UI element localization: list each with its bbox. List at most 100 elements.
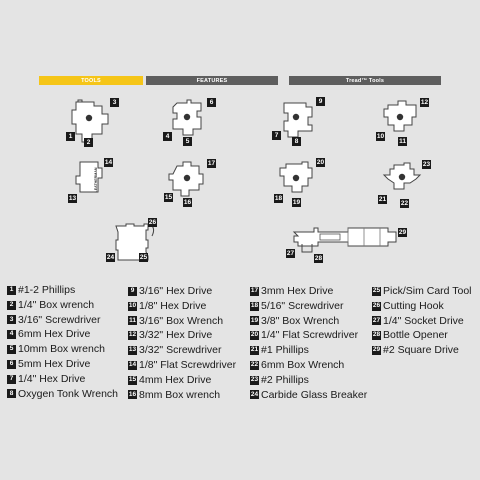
link-outline <box>383 100 417 132</box>
legend-label: 1/4" Box wrench <box>18 298 95 311</box>
legend-item: 23#2 Phillips <box>250 373 367 388</box>
callout-9: 9 <box>316 97 325 106</box>
legend-number-box: 29 <box>372 346 381 356</box>
legend-label: 4mm Hex Drive <box>139 373 212 386</box>
callout-6: 6 <box>207 98 216 107</box>
legend-number-box: 16 <box>128 390 137 400</box>
legend-label: Oxygen Tonk Wrench <box>18 387 118 400</box>
callout-12: 12 <box>420 98 429 107</box>
legend-number-box: 12 <box>128 331 137 341</box>
legend-number-box: 8 <box>7 389 16 399</box>
legend-label: 5mm Hex Drive <box>18 357 91 370</box>
link-diagram-1-2-3: 3 1 2 <box>66 98 126 148</box>
legend-item: 1#1-2 Phillips <box>7 283 118 298</box>
callout-27: 27 <box>286 249 295 258</box>
legend-number-box: 7 <box>7 374 16 384</box>
legend-number-box: 20 <box>250 331 259 341</box>
tab-tools: TOOLS <box>39 76 143 85</box>
callout-17: 17 <box>207 159 216 168</box>
legend-number-box: 10 <box>128 301 137 311</box>
link-outline <box>283 102 313 138</box>
tab-features-label: FEATURES <box>196 77 228 84</box>
link-diagram-18-19-20: 20 18 19 <box>272 156 332 208</box>
link-diagram-21-22-23: 23 21 22 <box>376 157 436 209</box>
legend-number-box: 4 <box>7 330 16 340</box>
tab-features: FEATURES <box>146 76 278 85</box>
link-outline <box>75 161 103 193</box>
legend-label: 3/16" Hex Drive <box>139 285 213 297</box>
legend-label: 3mm Hex Drive <box>261 285 334 297</box>
callout-24: 24 <box>106 253 115 262</box>
legend-label: 1/4" Flat Screwdriver <box>261 329 359 342</box>
legend-label: 3/32" Screwdriver <box>139 344 222 357</box>
tab-tread-label: Tread™ Tools <box>345 77 385 84</box>
legend-label: Bottle Opener <box>383 329 448 342</box>
legend-number-box: 19 <box>250 316 259 326</box>
legend-label: 1/4" Socket Drive <box>383 314 464 327</box>
link-outline <box>71 99 109 143</box>
link-outline <box>279 161 313 193</box>
link-diagram-7-8-9: 9 7 8 <box>272 97 332 147</box>
link-diagram-24-25-26: 26 24 25 <box>106 218 166 266</box>
link-outline <box>292 227 397 253</box>
legend-label: 1/8" Flat Screwdriver <box>139 358 237 371</box>
callout-14: 14 <box>104 158 113 167</box>
legend-number-box: 15 <box>128 375 137 385</box>
legend-label: #1-2 Phillips <box>18 284 76 296</box>
legend-number-box: 11 <box>128 316 137 326</box>
callout-21: 21 <box>378 195 387 204</box>
callout-29: 29 <box>398 228 407 237</box>
legend-number-box: 25 <box>372 286 381 296</box>
legend-label: 6mm Hex Drive <box>18 328 91 341</box>
legend-item: 21#1 Phillips <box>250 343 367 358</box>
callout-18: 18 <box>274 194 283 203</box>
callout-16: 16 <box>183 198 192 207</box>
legend-label: Pick/Sim Card Tool <box>383 285 472 297</box>
legend-label: 8mm Box wrench <box>139 388 221 401</box>
legend-number-box: 13 <box>128 346 137 356</box>
legend-label: 5/16" Screwdriver <box>261 299 344 312</box>
legend-label: 3/16" Screwdriver <box>18 313 101 326</box>
legend-number-box: 21 <box>250 346 259 356</box>
legend-label: 1/4" Hex Drive <box>18 372 86 385</box>
callout-11: 11 <box>398 137 407 146</box>
callout-26: 26 <box>148 218 157 227</box>
link-outline <box>382 162 422 190</box>
callout-19: 19 <box>292 198 301 207</box>
tab-tread: Tread™ Tools <box>289 76 441 85</box>
legend-number-box: 23 <box>250 375 259 385</box>
legend-label: #1 Phillips <box>261 344 309 357</box>
legend-number-box: 22 <box>250 360 259 370</box>
callout-28: 28 <box>314 254 323 263</box>
tab-tools-label: TOOLS <box>81 77 101 84</box>
callout-10: 10 <box>376 132 385 141</box>
legend-number-box: 14 <box>128 360 137 370</box>
callout-23: 23 <box>422 160 431 169</box>
leatherman-mark: LEATHERMAN <box>94 167 98 193</box>
legend-number-box: 17 <box>250 286 259 296</box>
legend-number-box: 26 <box>372 301 381 311</box>
link-diagram-27-28-29: 29 27 28 <box>284 222 414 266</box>
